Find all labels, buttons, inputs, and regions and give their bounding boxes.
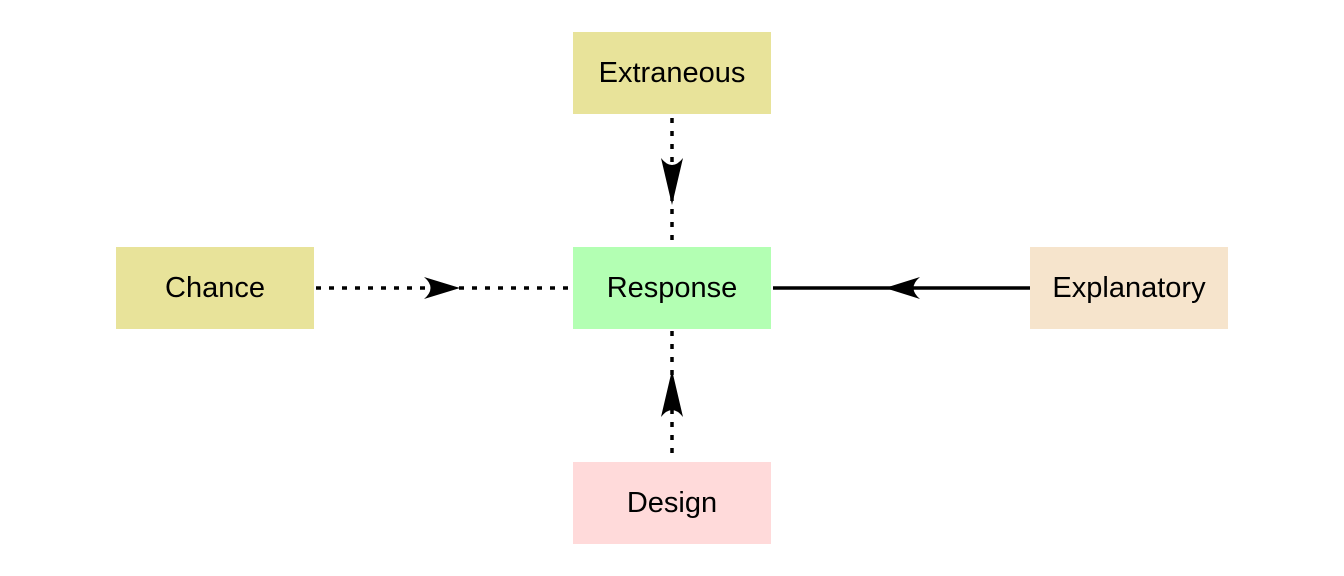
arrowhead-right-icon xyxy=(424,277,460,299)
arrowhead-up-icon xyxy=(661,370,683,417)
edge-extraneous-to-response xyxy=(661,118,683,245)
node-response: Response xyxy=(573,247,771,329)
node-label: Chance xyxy=(165,271,265,304)
node-explanatory: Explanatory xyxy=(1030,247,1228,329)
edge-explanatory-to-response xyxy=(773,277,1030,299)
edge-design-to-response xyxy=(661,331,683,460)
node-extraneous: Extraneous xyxy=(573,32,771,114)
arrowhead-down-icon xyxy=(661,158,683,205)
node-label: Explanatory xyxy=(1052,271,1206,304)
node-chance: Chance xyxy=(116,247,314,329)
node-label: Design xyxy=(626,486,718,519)
node-label: Extraneous xyxy=(598,56,746,89)
node-label: Response xyxy=(606,271,738,304)
edge-chance-to-response xyxy=(316,277,571,299)
node-design: Design xyxy=(573,462,771,544)
arrowhead-left-icon xyxy=(885,277,920,299)
